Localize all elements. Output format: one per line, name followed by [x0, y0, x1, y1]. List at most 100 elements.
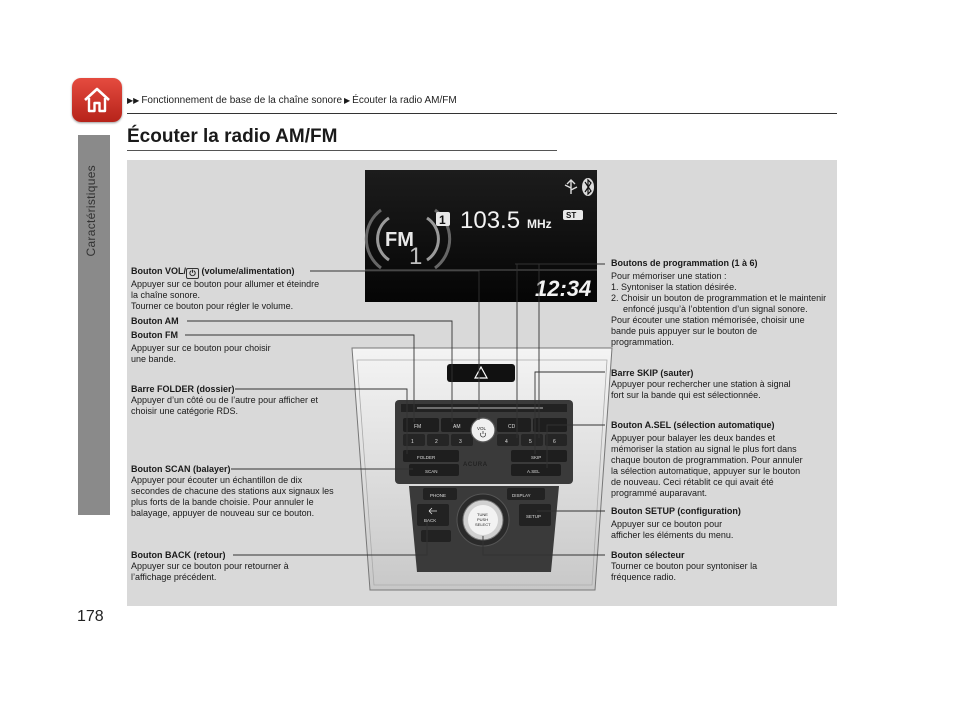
preset-button-2[interactable]	[427, 434, 449, 446]
breadcrumb: ▶▶ Fonctionnement de base de la chaîne s…	[127, 95, 457, 106]
phone-end-button[interactable]	[421, 530, 451, 542]
callout-scan-line: Appuyer pour écouter un échantillon de d…	[131, 475, 303, 485]
clock-display: 12:34	[535, 276, 591, 301]
hazard-button[interactable]	[447, 364, 515, 382]
push-label: PUSH	[477, 517, 488, 522]
callout-asel-line: la sélection automatique, appuyer sur le…	[611, 466, 801, 476]
band-label: FM	[385, 229, 414, 251]
power-icon	[480, 431, 486, 438]
preset-button-6[interactable]	[545, 434, 567, 446]
callout-skip-line: Appuyer pour rechercher une station à si…	[611, 379, 791, 389]
stereo-label: ST	[566, 211, 576, 220]
callout-selector-line: fréquence radio.	[611, 572, 677, 582]
home-icon	[84, 87, 110, 113]
callout-folder: Barre FOLDER (dossier) Appuyer d’un côté…	[131, 384, 318, 417]
scan-button[interactable]	[409, 464, 459, 476]
callout-asel-line: programmé auparavant.	[611, 488, 708, 498]
preset-label-1: 1	[411, 439, 414, 445]
usb-icon	[564, 179, 578, 194]
vol-label: VOL	[477, 426, 487, 431]
tune-label: TUNE	[477, 512, 488, 517]
callout-selector-line: Tourner ce bouton pour syntoniser la	[611, 561, 758, 571]
display-button[interactable]	[507, 488, 545, 500]
preset-button-1[interactable]	[403, 434, 425, 446]
callout-presets-intro: Pour mémoriser une station :	[611, 271, 727, 281]
callout-am-title: Bouton AM	[131, 316, 179, 326]
section-label: Caractéristiques	[84, 165, 98, 257]
callout-skip: Barre SKIP (sauter) Appuyer pour recherc…	[611, 368, 791, 401]
cd-label: CD	[508, 424, 516, 430]
preset-label-2: 2	[435, 439, 438, 445]
page-title: Écouter la radio AM/FM	[127, 126, 338, 147]
phone-button[interactable]	[423, 488, 457, 500]
callout-presets-title: Boutons de programmation (1 à 6)	[611, 258, 758, 268]
callout-setup-line: Appuyer sur ce bouton pour	[611, 519, 723, 529]
callout-scan-line: secondes de chacune des stations aux sig…	[131, 486, 334, 496]
band-number: 1	[409, 243, 422, 270]
callout-fm-line: Appuyer sur ce bouton pour choisir	[131, 343, 271, 353]
bluetooth-icon	[582, 178, 594, 196]
callout-asel-line: chaque bouton de programmation. Pour ann…	[611, 455, 803, 465]
callout-fm-line: une bande.	[131, 354, 177, 364]
callout-asel-title: Bouton A.SEL (sélection automatique)	[611, 420, 775, 430]
callout-presets-line: Pour écouter une station mémorisée, choi…	[611, 315, 805, 325]
callout-selector: Bouton sélecteur Tourner ce bouton pour …	[611, 550, 757, 583]
back-button[interactable]	[417, 504, 449, 526]
cd-button[interactable]	[497, 418, 531, 432]
preset-label-6: 6	[553, 439, 556, 445]
callout-vol-line: Tourner ce bouton pour régler le volume.	[131, 301, 294, 311]
header-divider	[127, 113, 837, 114]
fm-label: FM	[414, 424, 421, 430]
radio-display: FM 1 1 103.5 MHz ST 12:34	[364, 170, 597, 302]
am-button[interactable]	[441, 418, 477, 432]
skip-label: SKIP	[531, 455, 541, 460]
audio-head-unit: FM AM CD 1 2 3 4 5 6 VOL FOLDER SCAN SKI…	[351, 347, 613, 591]
breadcrumb-item-radio[interactable]: Écouter la radio AM/FM	[352, 95, 457, 106]
page-number: 178	[77, 608, 104, 625]
callout-folder-title: Barre FOLDER (dossier)	[131, 384, 235, 394]
preset-button-4[interactable]	[497, 434, 519, 446]
setup-button[interactable]	[519, 504, 551, 526]
preset-label-5: 5	[529, 439, 532, 445]
callout-selector-title: Bouton sélecteur	[611, 550, 685, 560]
vol-power-knob[interactable]	[470, 417, 496, 443]
scan-label: SCAN	[425, 469, 438, 474]
folder-bar[interactable]	[403, 450, 459, 462]
callout-vol: Bouton VOL/⏻ (volume/alimentation) Appuy…	[131, 266, 356, 312]
select-label: SELECT	[475, 522, 491, 527]
section-tab	[78, 135, 110, 515]
folder-label: FOLDER	[417, 455, 436, 460]
skip-bar[interactable]	[511, 450, 567, 462]
asel-button[interactable]	[511, 464, 561, 476]
preset-number: 1	[439, 213, 446, 227]
callout-asel-line: de nouveau. Ceci rétablit ce qui avait é…	[611, 477, 774, 487]
preset-indicator	[436, 212, 450, 226]
side-navigation: Caractéristiques 178	[0, 0, 122, 722]
back-icon	[428, 507, 437, 515]
breadcrumb-item-audio[interactable]: Fonctionnement de base de la chaîne sono…	[141, 95, 343, 106]
frequency-value: 103.5	[460, 207, 520, 234]
fm-button[interactable]	[403, 418, 439, 432]
callout-scan-line: balayage, appuyer de nouveau sur ce bout…	[131, 508, 315, 518]
callout-setup-line: afficher les éléments du menu.	[611, 530, 734, 540]
back-label: BACK	[424, 518, 436, 523]
callout-am: Bouton AM	[131, 316, 179, 327]
callout-scan-title: Bouton SCAN (balayer)	[131, 464, 231, 474]
phone-label: PHONE	[430, 493, 446, 498]
asel-label: A.SEL	[527, 469, 540, 474]
callout-setup: Bouton SETUP (configuration) Appuyer sur…	[611, 506, 741, 541]
preset-button-5[interactable]	[521, 434, 543, 446]
callout-fm: Bouton FM Appuyer sur ce bouton pour cho…	[131, 330, 271, 365]
stereo-badge	[563, 210, 583, 220]
callout-asel-line: mémoriser la station au signal le plus f…	[611, 444, 797, 454]
callout-vol-title: Bouton VOL/	[131, 266, 186, 276]
home-button[interactable]	[72, 78, 122, 122]
preset-button-3[interactable]	[451, 434, 473, 446]
hazard-icon	[473, 365, 489, 379]
callout-back-line: l’affichage précédent.	[131, 572, 217, 582]
callout-fm-title: Bouton FM	[131, 330, 178, 340]
title-divider	[127, 150, 557, 151]
frequency-unit: MHz	[527, 217, 552, 231]
callout-presets-steps: 1. Syntoniser la station désirée. 2. Cho…	[611, 282, 833, 315]
callout-skip-line: fort sur la bande qui est sélectionnée.	[611, 390, 761, 400]
